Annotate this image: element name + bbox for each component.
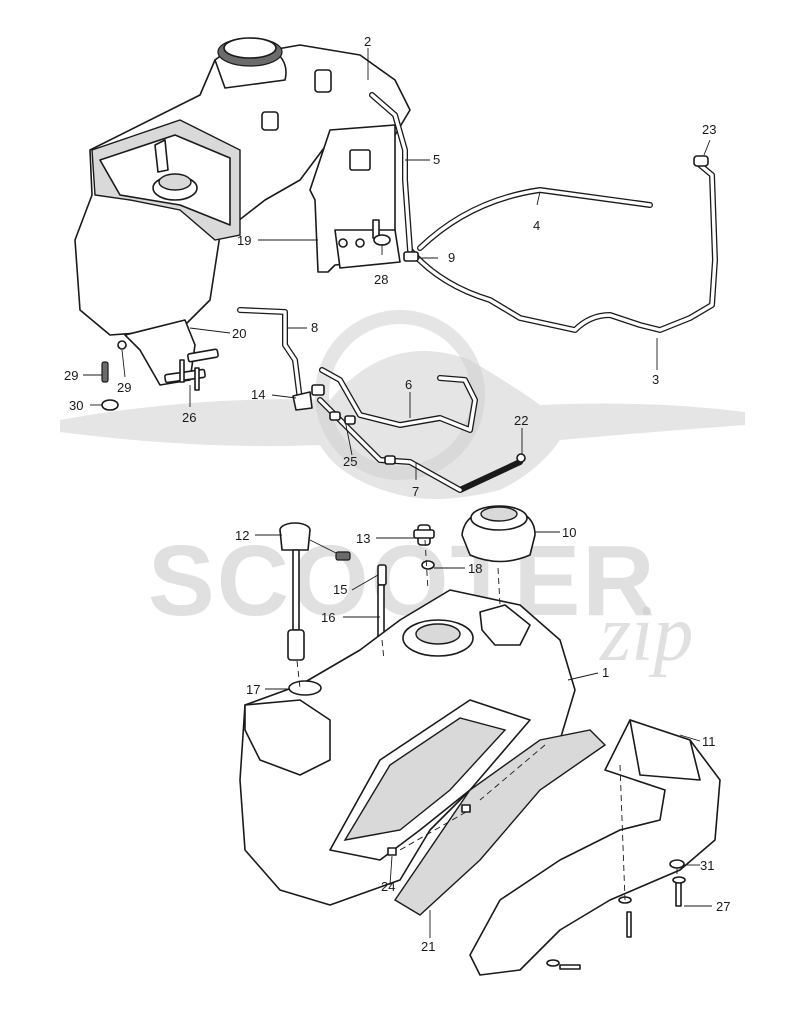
callout-9: 9 — [448, 250, 455, 265]
callout-27: 27 — [716, 899, 730, 914]
callout-12: 12 — [235, 528, 249, 543]
callout-16: 16 — [321, 610, 335, 625]
tank-bracket — [309, 124, 401, 273]
callout-7: 7 — [412, 484, 419, 499]
upper-fuel-tank — [74, 37, 411, 336]
hose-4 — [417, 187, 653, 251]
callout-24: 24 — [381, 879, 395, 894]
callout-28: 28 — [374, 272, 388, 287]
callout-25: 25 — [343, 454, 357, 469]
callout-20: 20 — [232, 326, 246, 341]
callout-19: 19 — [237, 233, 251, 248]
callout-2: 2 — [364, 34, 371, 49]
valve-13 — [413, 524, 435, 546]
leader-lines — [83, 48, 712, 938]
watermark-script: zip — [599, 590, 693, 678]
callout-17: 17 — [246, 682, 260, 697]
bolt-27 — [672, 876, 686, 907]
callout-14: 14 — [251, 387, 265, 402]
hose-cap-23 — [693, 155, 709, 167]
callout-21: 21 — [421, 939, 435, 954]
hose-6 — [319, 367, 478, 433]
callout-18: 18 — [468, 561, 482, 576]
fuel-sender-12 — [279, 522, 351, 661]
washer-30 — [101, 399, 119, 411]
callout-29-right: 29 — [117, 380, 131, 395]
assembly-lines — [296, 539, 678, 901]
hose-5 — [369, 92, 413, 253]
callout-8: 8 — [311, 320, 318, 335]
bolts-26 — [179, 359, 200, 391]
callout-labels: 1 2 3 4 5 6 7 8 9 10 11 12 13 14 15 16 1… — [64, 34, 730, 954]
callout-3: 3 — [652, 372, 659, 387]
callout-29-left: 29 — [64, 368, 78, 383]
hose-clip-9 — [403, 251, 419, 262]
side-cover-11 — [469, 719, 721, 976]
washer-18 — [421, 560, 435, 570]
callout-13: 13 — [356, 531, 370, 546]
gasket-17 — [288, 680, 322, 696]
callout-30: 30 — [69, 398, 83, 413]
rubber-mount-29 — [101, 340, 127, 383]
hose-3 — [407, 162, 718, 333]
filter-14 — [292, 384, 325, 411]
callout-1: 1 — [602, 665, 609, 680]
plug-22 — [516, 453, 526, 463]
callout-11: 11 — [702, 734, 716, 749]
lower-fuel-tank — [239, 589, 576, 906]
lower-bracket — [124, 319, 219, 386]
callout-10: 10 — [562, 525, 576, 540]
callout-4: 4 — [533, 218, 540, 233]
washer-31 — [669, 859, 685, 869]
pipe-15 — [377, 564, 387, 641]
rubber-pad-21 — [394, 729, 607, 916]
callout-6: 6 — [405, 377, 412, 392]
callout-23: 23 — [702, 122, 716, 137]
callout-15: 15 — [333, 582, 347, 597]
callout-26: 26 — [182, 410, 196, 425]
callout-22: 22 — [514, 413, 528, 428]
callout-31: 31 — [700, 858, 714, 873]
callout-5: 5 — [433, 152, 440, 167]
fuel-cap-10 — [461, 505, 536, 563]
hose-8 — [237, 307, 303, 403]
